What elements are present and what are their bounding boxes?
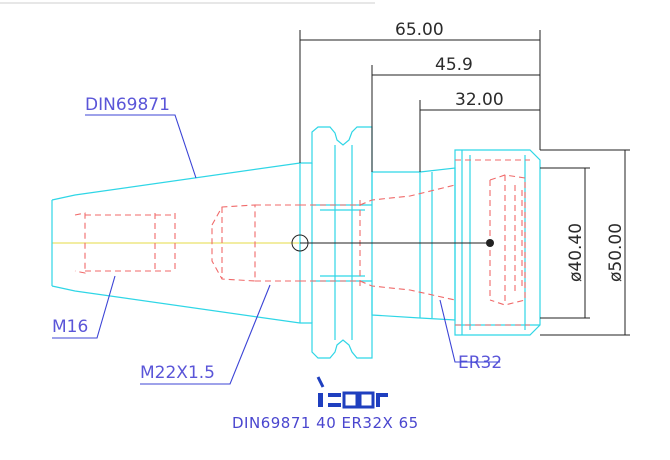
callout-taper-standard: DIN69871 xyxy=(85,95,170,115)
dimension-overall-length: 65.00 xyxy=(395,20,444,40)
origin-marker xyxy=(291,234,309,252)
nose-marker xyxy=(486,239,494,247)
dimension-short-length: 32.00 xyxy=(455,90,504,110)
internal-bore-hidden-lines xyxy=(74,159,530,326)
callout-rear-thread: M16 xyxy=(52,317,88,337)
dimension-diameter-large: ø50.00 xyxy=(606,223,626,282)
callouts: DIN69871 M16 M22X1.5 ER32 xyxy=(52,95,502,385)
drawing-caption: DIN69871 40 ER32X 65 xyxy=(232,414,419,432)
dimensions: 65.00 45.9 32.00 ø40.40 ø50.00 xyxy=(291,20,630,336)
callout-inner-thread: M22X1.5 xyxy=(140,363,215,383)
dimension-mid-length: 45.9 xyxy=(435,55,473,75)
dimension-diameter-small: ø40.40 xyxy=(566,223,586,282)
brand-logo xyxy=(316,376,388,409)
callout-collet: ER32 xyxy=(458,353,502,373)
